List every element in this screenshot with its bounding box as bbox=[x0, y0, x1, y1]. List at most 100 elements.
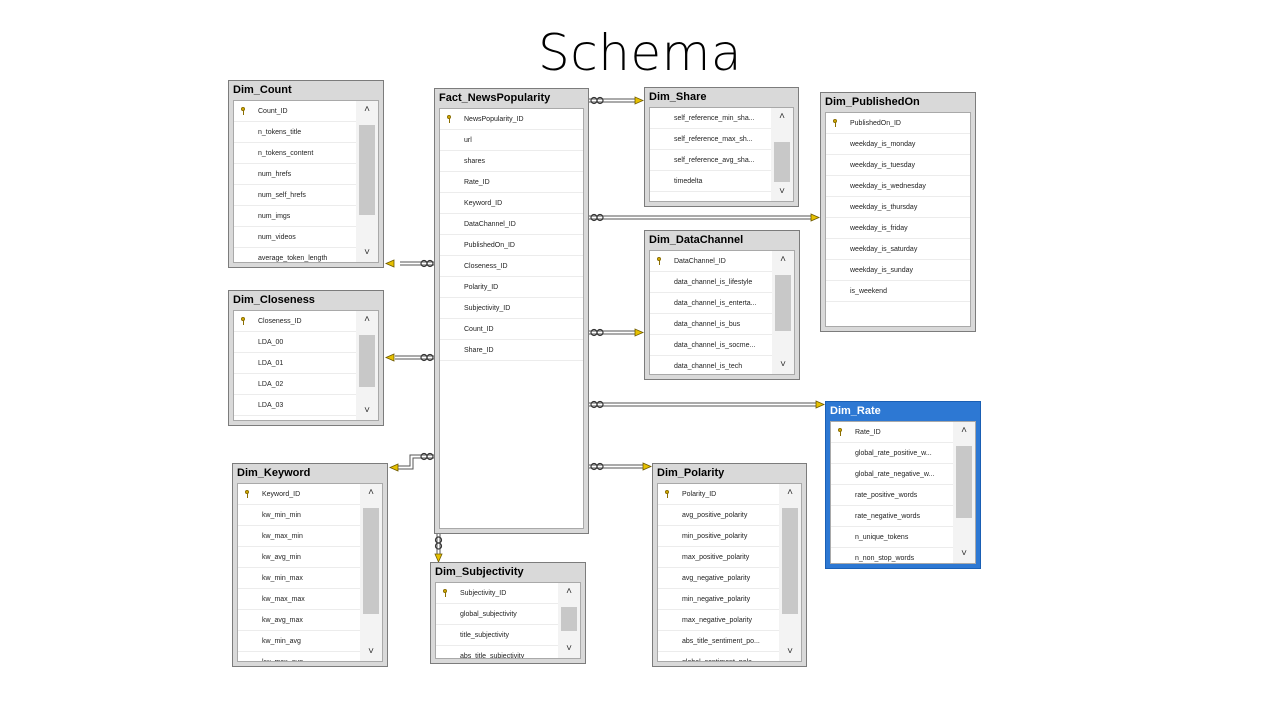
table-column[interactable]: avg_positive_polarity bbox=[658, 505, 779, 526]
table-column[interactable]: LDA_03 bbox=[234, 395, 356, 416]
chevron-up-icon[interactable]: ˄ bbox=[787, 487, 793, 498]
table-column[interactable]: global_subjectivity bbox=[436, 604, 558, 625]
vertical-scrollbar[interactable]: ˄˅ bbox=[360, 484, 382, 661]
table-column[interactable]: self_reference_max_sh... bbox=[650, 129, 771, 150]
table-column[interactable]: Share_ID bbox=[440, 340, 583, 361]
vertical-scrollbar[interactable]: ˄˅ bbox=[772, 251, 794, 374]
table-column[interactable]: kw_max_min bbox=[238, 526, 360, 547]
table-column[interactable]: num_self_hrefs bbox=[234, 185, 356, 206]
table-column[interactable]: self_reference_min_sha... bbox=[650, 108, 771, 129]
table-column[interactable]: Rate_ID bbox=[831, 422, 953, 443]
table-column[interactable]: rate_negative_words bbox=[831, 506, 953, 527]
chevron-down-icon[interactable]: ˅ bbox=[364, 247, 370, 258]
table-title[interactable]: Dim_Keyword bbox=[237, 467, 311, 479]
table-column[interactable]: num_videos bbox=[234, 227, 356, 248]
table-column[interactable]: data_channel_is_bus bbox=[650, 314, 772, 335]
table-column[interactable]: url bbox=[440, 130, 583, 151]
table-title[interactable]: Dim_PublishedOn bbox=[825, 96, 920, 108]
scrollbar-thumb[interactable] bbox=[561, 607, 577, 631]
table-column[interactable]: weekday_is_monday bbox=[826, 134, 970, 155]
table-column[interactable]: shares bbox=[440, 151, 583, 172]
chevron-down-icon[interactable]: ˅ bbox=[780, 359, 786, 370]
chevron-up-icon[interactable]: ˄ bbox=[779, 111, 785, 122]
table-column[interactable]: weekday_is_saturday bbox=[826, 239, 970, 260]
table-column[interactable]: n_tokens_content bbox=[234, 143, 356, 164]
chevron-down-icon[interactable]: ˅ bbox=[364, 405, 370, 416]
chevron-up-icon[interactable]: ˄ bbox=[364, 314, 370, 325]
table-column[interactable]: DataChannel_ID bbox=[440, 214, 583, 235]
table-column[interactable]: n_non_stop_words bbox=[831, 548, 953, 563]
table-title[interactable]: Dim_Polarity bbox=[657, 467, 725, 479]
table-column[interactable]: weekday_is_friday bbox=[826, 218, 970, 239]
chevron-up-icon[interactable]: ˄ bbox=[566, 586, 572, 597]
chevron-up-icon[interactable]: ˄ bbox=[780, 254, 786, 265]
scrollbar-thumb[interactable] bbox=[782, 508, 798, 614]
table-column[interactable]: weekday_is_thursday bbox=[826, 197, 970, 218]
table-column[interactable]: Rate_ID bbox=[440, 172, 583, 193]
table-column[interactable]: Closeness_ID bbox=[440, 256, 583, 277]
table-column[interactable]: LDA_01 bbox=[234, 353, 356, 374]
table-column[interactable]: is_weekend bbox=[826, 281, 970, 302]
scrollbar-thumb[interactable] bbox=[359, 335, 375, 387]
table-column[interactable]: avg_negative_polarity bbox=[658, 568, 779, 589]
vertical-scrollbar[interactable]: ˄˅ bbox=[953, 422, 975, 563]
table-title[interactable]: Fact_NewsPopularity bbox=[439, 92, 551, 104]
vertical-scrollbar[interactable]: ˄˅ bbox=[356, 311, 378, 420]
scrollbar-thumb[interactable] bbox=[775, 275, 791, 331]
table-column[interactable]: Count_ID bbox=[234, 101, 356, 122]
table-column[interactable]: n_unique_tokens bbox=[831, 527, 953, 548]
table-column[interactable]: kw_avg_min bbox=[238, 547, 360, 568]
table-column[interactable]: max_negative_polarity bbox=[658, 610, 779, 631]
table-title[interactable]: Dim_Share bbox=[649, 91, 707, 103]
vertical-scrollbar[interactable]: ˄˅ bbox=[356, 101, 378, 262]
table-column[interactable]: Subjectivity_ID bbox=[436, 583, 558, 604]
table-column[interactable]: weekday_is_tuesday bbox=[826, 155, 970, 176]
table-column[interactable]: rate_positive_words bbox=[831, 485, 953, 506]
chevron-down-icon[interactable]: ˅ bbox=[779, 186, 785, 197]
chevron-down-icon[interactable]: ˅ bbox=[961, 548, 967, 559]
table-dim-share[interactable]: Dim_Share self_reference_min_sha...self_r… bbox=[644, 87, 799, 207]
table-title[interactable]: Dim_Count bbox=[233, 84, 292, 96]
table-column[interactable]: data_channel_is_socme... bbox=[650, 335, 772, 356]
table-column[interactable]: num_imgs bbox=[234, 206, 356, 227]
chevron-down-icon[interactable]: ˅ bbox=[787, 646, 793, 657]
table-column[interactable]: max_positive_polarity bbox=[658, 547, 779, 568]
table-column[interactable]: global_rate_positive_w... bbox=[831, 443, 953, 464]
table-column[interactable]: weekday_is_wednesday bbox=[826, 176, 970, 197]
table-column[interactable]: kw_min_avg bbox=[238, 631, 360, 652]
table-column[interactable]: abs_title_subjectivity bbox=[436, 646, 558, 658]
table-column[interactable]: kw_avg_max bbox=[238, 610, 360, 631]
vertical-scrollbar[interactable]: ˄˅ bbox=[779, 484, 801, 661]
scrollbar-thumb[interactable] bbox=[956, 446, 972, 518]
chevron-up-icon[interactable]: ˄ bbox=[368, 487, 374, 498]
table-column[interactable]: weekday_is_sunday bbox=[826, 260, 970, 281]
table-title[interactable]: Dim_Rate bbox=[830, 405, 881, 417]
chevron-down-icon[interactable]: ˅ bbox=[566, 643, 572, 654]
table-column[interactable]: num_hrefs bbox=[234, 164, 356, 185]
table-column[interactable]: Count_ID bbox=[440, 319, 583, 340]
chevron-down-icon[interactable]: ˅ bbox=[368, 646, 374, 657]
scrollbar-thumb[interactable] bbox=[359, 125, 375, 215]
chevron-up-icon[interactable]: ˄ bbox=[961, 425, 967, 436]
table-column[interactable]: NewsPopularity_ID bbox=[440, 109, 583, 130]
vertical-scrollbar[interactable]: ˄˅ bbox=[771, 108, 793, 201]
table-title[interactable]: Dim_Closeness bbox=[233, 294, 315, 306]
table-column[interactable]: title_subjectivity bbox=[436, 625, 558, 646]
table-column[interactable]: data_channel_is_enterta... bbox=[650, 293, 772, 314]
scrollbar-thumb[interactable] bbox=[363, 508, 379, 614]
table-column[interactable]: Keyword_ID bbox=[238, 484, 360, 505]
table-column[interactable]: Keyword_ID bbox=[440, 193, 583, 214]
table-column[interactable]: LDA_02 bbox=[234, 374, 356, 395]
table-column[interactable]: timedelta bbox=[650, 171, 771, 192]
chevron-up-icon[interactable]: ˄ bbox=[364, 104, 370, 115]
table-column[interactable]: kw_min_min bbox=[238, 505, 360, 526]
table-column[interactable]: n_tokens_title bbox=[234, 122, 356, 143]
table-column[interactable]: kw_min_max bbox=[238, 568, 360, 589]
table-column[interactable]: data_channel_is_tech bbox=[650, 356, 772, 374]
table-column[interactable]: global_rate_negative_w... bbox=[831, 464, 953, 485]
